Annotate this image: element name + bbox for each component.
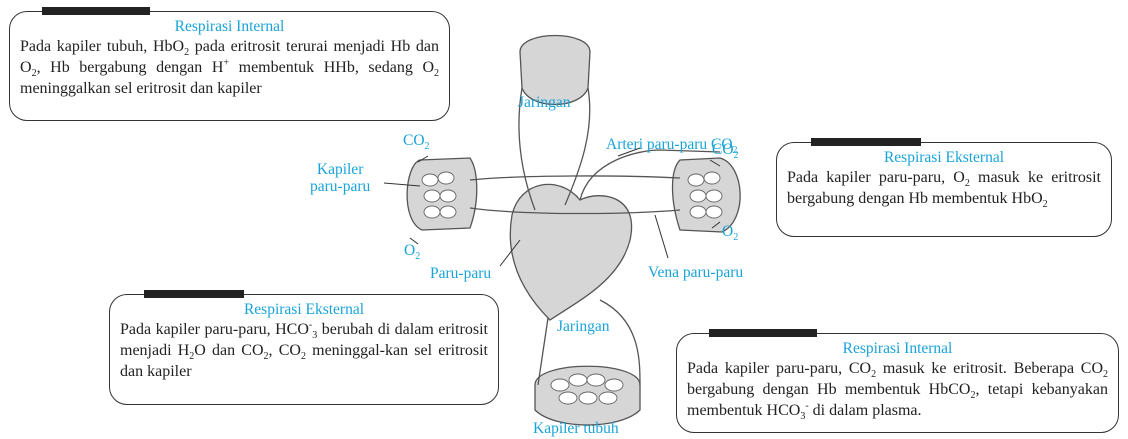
box-title: Respirasi Internal — [10, 18, 449, 36]
label-jaringan-top: Jaringan — [518, 94, 571, 111]
box-text: Pada kapiler paru-paru, CO2 masuk ke eri… — [677, 358, 1118, 421]
box-text: Pada kapiler tubuh, HbO2 pada eritrosit … — [10, 36, 449, 99]
label-kapiler-paru-line1: Kapiler — [310, 161, 370, 178]
respirasi-eksternal-right-box: Respirasi Eksternal Pada kapiler paru-pa… — [776, 142, 1112, 237]
box-title: Respirasi Eksternal — [110, 301, 498, 319]
label-paru-paru: Paru-paru — [430, 265, 491, 282]
label-kapiler-paru: Kapiler paru-paru — [310, 161, 370, 195]
label-co2-right: CO2 — [712, 141, 739, 158]
box-header-bar — [144, 290, 244, 298]
label-vena-paru: Vena paru-paru — [648, 264, 743, 281]
heart — [510, 184, 631, 320]
respirasi-internal-bottom-box: Respirasi Internal Pada kapiler paru-par… — [676, 333, 1119, 433]
box-header-bar — [709, 329, 817, 337]
label-o2-right: O2 — [722, 223, 738, 240]
box-title: Respirasi Internal — [677, 340, 1118, 358]
box-text: Pada kapiler paru-paru, HCO-3 berubah di… — [110, 319, 498, 382]
box-header-bar — [42, 7, 150, 15]
label-o2-left: O2 — [404, 242, 420, 259]
label-kapiler-paru-line2: paru-paru — [310, 178, 370, 195]
label-kapiler-tubuh: Kapiler tubuh — [533, 420, 619, 437]
box-text: Pada kapiler paru-paru, O2 masuk ke erit… — [777, 167, 1111, 209]
box-header-bar — [811, 138, 921, 146]
respirasi-internal-top-box: Respirasi Internal Pada kapiler tubuh, H… — [9, 11, 450, 121]
label-co2-left: CO2 — [403, 132, 430, 149]
label-jaringan-bottom: Jaringan — [557, 318, 610, 335]
box-title: Respirasi Eksternal — [777, 149, 1111, 167]
respirasi-eksternal-bottom-box: Respirasi Eksternal Pada kapiler paru-pa… — [109, 294, 499, 405]
